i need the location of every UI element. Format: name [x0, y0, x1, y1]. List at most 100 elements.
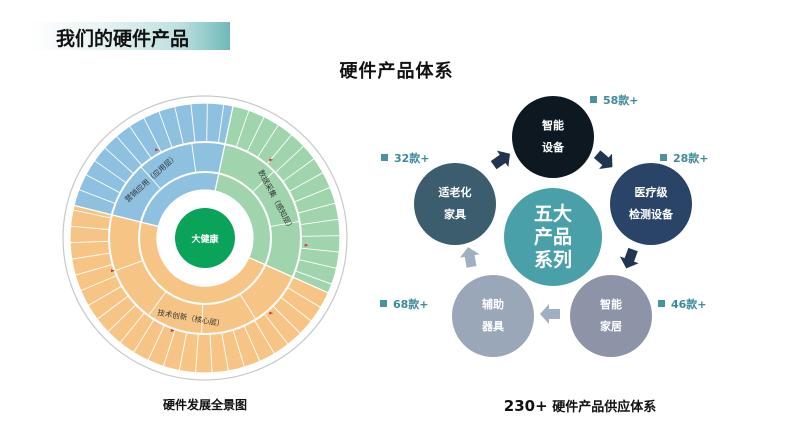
- green-sector-divider: [300, 235, 340, 237]
- node-medical-line-1: 医疗级: [634, 186, 668, 199]
- orange-sector-divider: [75, 264, 113, 276]
- orange-sector-divider: [195, 333, 199, 373]
- product-total-number: 230+: [503, 397, 548, 415]
- flag-marker-icon: [111, 269, 116, 273]
- node-smart-home-line-2: 家居: [600, 320, 622, 333]
- green-sector-divider: [288, 172, 324, 192]
- green-sector-divider: [282, 158, 315, 182]
- blue-sector-divider: [174, 106, 184, 145]
- orange-sector-divider: [221, 332, 229, 372]
- flag-marker-icon: [269, 311, 274, 315]
- node-smart-device-line-2: 设备: [542, 141, 564, 154]
- count-medical-text: 28款+: [673, 152, 709, 165]
- node-smart-home-line-1: 智能: [600, 298, 622, 311]
- blue-sector-divider: [116, 135, 143, 166]
- square-bullet-icon: [658, 300, 665, 307]
- blue-sector-divider: [206, 103, 208, 143]
- count-smart-device-text: 58款+: [603, 94, 639, 107]
- blue-sector-divider: [129, 125, 152, 159]
- blue-sector-divider: [78, 189, 116, 205]
- count-elderly-text: 32款+: [394, 152, 430, 165]
- count-medical-device: 28款+: [660, 150, 709, 166]
- blue-sector-divider: [190, 103, 196, 143]
- orange-sector-divider: [209, 333, 213, 373]
- node-smart-device-line-1: 智能: [542, 119, 564, 132]
- center-line-3: 系列: [533, 248, 572, 271]
- orange-sector-divider: [232, 329, 245, 368]
- orange-sector-divider: [96, 295, 129, 320]
- title-accent-bar: [30, 22, 230, 50]
- panorama-caption: 硬件发展全景图: [162, 398, 247, 412]
- blue-sector-divider: [158, 110, 173, 148]
- orange-sector-divider: [254, 320, 275, 354]
- orange-sector-divider: [70, 240, 110, 244]
- node-elderly-furniture: 适老化 家具: [414, 163, 496, 245]
- blue-sector-divider: [85, 174, 121, 194]
- orange-sector-divider: [263, 313, 289, 345]
- green-sector-divider: [235, 110, 250, 148]
- flag-marker-icon: [304, 243, 309, 247]
- flag-marker-icon: [155, 148, 159, 152]
- orange-sector-divider: [87, 285, 123, 306]
- arrow-smart-to-medical-icon: [593, 150, 613, 169]
- center-line-1: 五大: [533, 202, 572, 225]
- arrow-medical-to-home-icon: [619, 247, 639, 269]
- arrow-home-to-assistive-icon: [540, 304, 560, 324]
- green-sector-divider: [297, 202, 336, 214]
- arrow-assistive-to-elderly-icon: [459, 247, 480, 268]
- center-line-2: 产品: [533, 225, 572, 248]
- orange-sector-divider: [71, 252, 111, 260]
- section-subtitle: 硬件产品体系: [339, 61, 454, 82]
- orange-sector-divider: [201, 303, 204, 334]
- green-sector-divider: [295, 270, 333, 285]
- square-bullet-icon: [590, 96, 597, 103]
- orange-sector-divider: [243, 325, 261, 362]
- flag-marker-icon: [269, 158, 274, 162]
- blue-sector-divider: [104, 147, 134, 175]
- square-bullet-icon: [660, 154, 667, 161]
- count-smart-home-text: 46款+: [671, 298, 707, 311]
- count-assistive-text: 68款+: [393, 298, 429, 311]
- ring-separator: [138, 171, 272, 305]
- green-sector-divider: [274, 145, 305, 173]
- orange-sector-divider: [287, 287, 321, 308]
- green-sector-divider: [252, 170, 275, 193]
- orange-sector-divider: [107, 304, 137, 333]
- ring-separator: [108, 141, 302, 335]
- blue-sector-divider: [94, 160, 127, 184]
- orange-sector-divider: [72, 209, 112, 219]
- green-sector-divider: [298, 259, 337, 269]
- node-smart-home: 智能 家居: [570, 275, 652, 357]
- orange-sector-divider: [178, 332, 188, 371]
- count-elderly-furniture: 32款+: [381, 150, 430, 166]
- node-elderly-line-2: 家具: [444, 208, 466, 221]
- count-smart-device: 58款+: [590, 92, 639, 108]
- orange-sector-divider: [280, 296, 312, 322]
- core-circle: [175, 208, 235, 268]
- green-sector-divider: [293, 187, 331, 203]
- orange-sector-divider: [239, 293, 257, 320]
- product-system-caption: 230+ 硬件产品供应体系: [470, 396, 690, 415]
- node-assistive-tools: 辅助 器具: [452, 275, 534, 357]
- square-bullet-icon: [380, 300, 387, 307]
- flag-marker-icon: [170, 328, 175, 332]
- orange-sector-divider: [119, 312, 145, 344]
- blue-sector-divider: [191, 142, 197, 173]
- orange-sector-divider: [148, 291, 167, 316]
- count-assistive-tools: 68款+: [380, 296, 429, 312]
- node-medical-device: 医疗级 检测设备: [610, 163, 692, 245]
- node-smart-device: 智能 设备: [512, 96, 594, 178]
- orange-sector-divider: [70, 225, 110, 231]
- blue-sector-divider: [140, 166, 162, 190]
- green-sector-divider: [269, 220, 300, 227]
- green-sector-divider: [256, 124, 279, 158]
- orange-sector-divider: [114, 260, 144, 272]
- orange-sector-divider: [80, 275, 117, 292]
- node-assistive-line-1: 辅助: [482, 298, 504, 311]
- green-sector-divider: [246, 116, 265, 152]
- orange-sector-divider: [162, 329, 176, 367]
- page-title: 我们的硬件产品: [56, 28, 190, 50]
- square-bullet-icon: [381, 154, 388, 161]
